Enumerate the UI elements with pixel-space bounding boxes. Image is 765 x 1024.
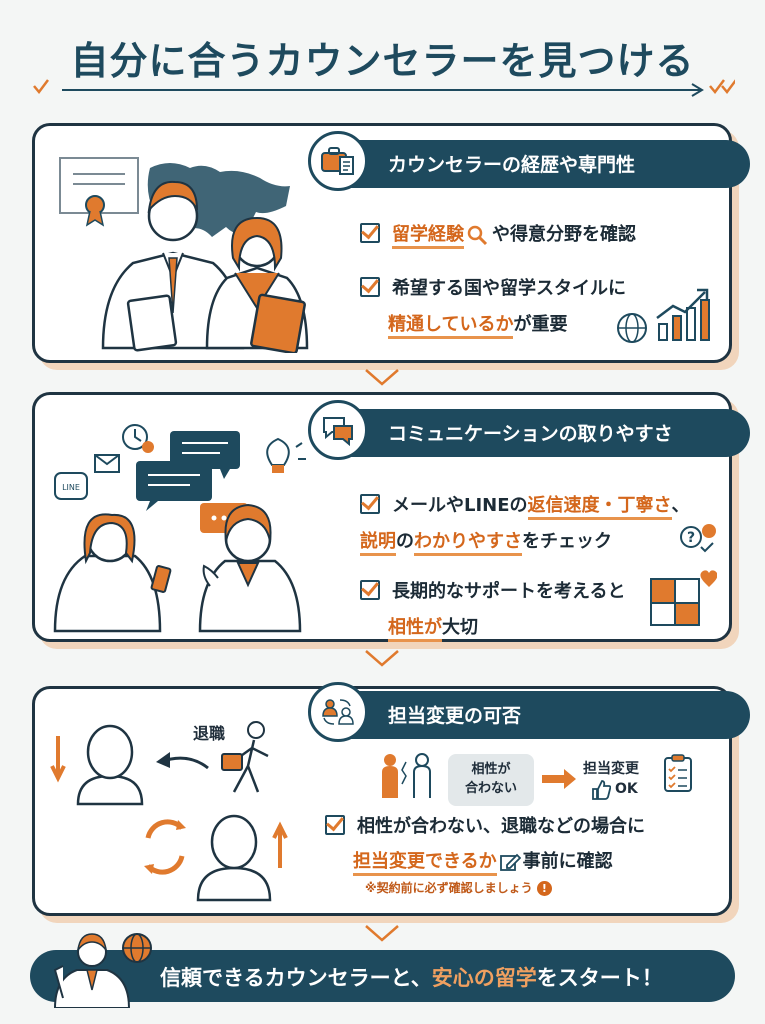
reassignment-illustration xyxy=(50,721,288,902)
section-banner: カウンセラーの経歴や専門性 xyxy=(308,131,750,191)
counselors-illustration xyxy=(59,157,309,353)
ok-label: OK xyxy=(615,781,638,797)
down-arrow-icon xyxy=(365,925,399,942)
pencil-icon xyxy=(499,853,521,871)
check-item: 留学経験や得意分野を確認 xyxy=(360,216,636,253)
check-item-line2: 精通しているかが重要 xyxy=(388,306,567,343)
mismatch-people-icon xyxy=(382,753,431,798)
checkbox-icon xyxy=(360,580,380,600)
footer-message: 信頼できるカウンセラーと、安心の留学をスタート！ xyxy=(160,966,663,990)
check-item-line2: 説明のわかりやすさをチェック xyxy=(360,523,612,560)
down-arrow-icon xyxy=(365,369,399,386)
section-banner: コミュニケーションの取りやすさ xyxy=(308,400,750,460)
right-arrow-icon xyxy=(542,769,576,789)
section-card-communication: コミュニケーションの取りやすさ LINE メールやLINEの返信速度・丁寧さ xyxy=(32,392,750,642)
section-card-expertise: カウンセラーの経歴や専門性 留学経験や得意分野を確認 希望する国や留学スタイルに… xyxy=(32,123,750,363)
puzzle-heart-icon xyxy=(650,570,717,626)
question-check-icon: ? xyxy=(680,524,716,553)
magnifier-icon xyxy=(467,225,488,246)
title-underline xyxy=(33,79,735,97)
check-item: 長期的なサポートを考えると xyxy=(360,573,625,610)
checkbox-icon xyxy=(360,494,380,514)
page-title: 自分に合うカウンセラーを見つける xyxy=(70,39,695,83)
exclamation-icon: ! xyxy=(536,881,552,896)
svg-text:?: ? xyxy=(687,530,695,546)
section-heading: 担当変更の可否 xyxy=(388,705,522,727)
chat-bubbles-icon xyxy=(308,400,368,460)
section-card-reassignment: 担当変更の可否 xyxy=(32,682,750,916)
line-app-badge: LINE xyxy=(62,483,80,492)
checkbox-icon xyxy=(360,223,380,243)
globe-icon xyxy=(617,313,647,343)
growth-chart-icon xyxy=(656,288,710,341)
check-item: 相性が合わない、退職などの場合に xyxy=(325,808,645,845)
thumbs-up-icon xyxy=(592,780,611,800)
checkbox-icon xyxy=(325,815,345,835)
clipboard-check-icon xyxy=(664,754,692,792)
check-item: 希望する国や留学スタイルに xyxy=(360,270,626,307)
communication-illustration: LINE xyxy=(53,424,306,633)
change-label: 担当変更 xyxy=(583,761,639,777)
briefcase-document-icon xyxy=(308,131,368,191)
checkbox-icon xyxy=(360,277,380,297)
section-heading: コミュニケーションの取りやすさ xyxy=(388,423,673,445)
section-banner: 担当変更の可否 xyxy=(308,682,750,742)
check-item-line2: 担当変更できるか事前に確認 xyxy=(353,843,613,880)
check-item-line2: 相性が大切 xyxy=(388,609,478,646)
note-text: ※契約前に必ず確認しましょう ! xyxy=(365,879,552,896)
check-item: メールやLINEの返信速度・丁寧さ、 xyxy=(360,487,690,524)
retire-label: 退職 xyxy=(193,724,226,743)
section-heading: カウンセラーの経歴や専門性 xyxy=(388,154,636,176)
mismatch-bubble: 相性が 合わない xyxy=(448,754,534,806)
people-swap-icon xyxy=(308,682,368,742)
down-arrow-icon xyxy=(365,650,399,667)
footer-counselor-illustration xyxy=(53,933,152,1008)
